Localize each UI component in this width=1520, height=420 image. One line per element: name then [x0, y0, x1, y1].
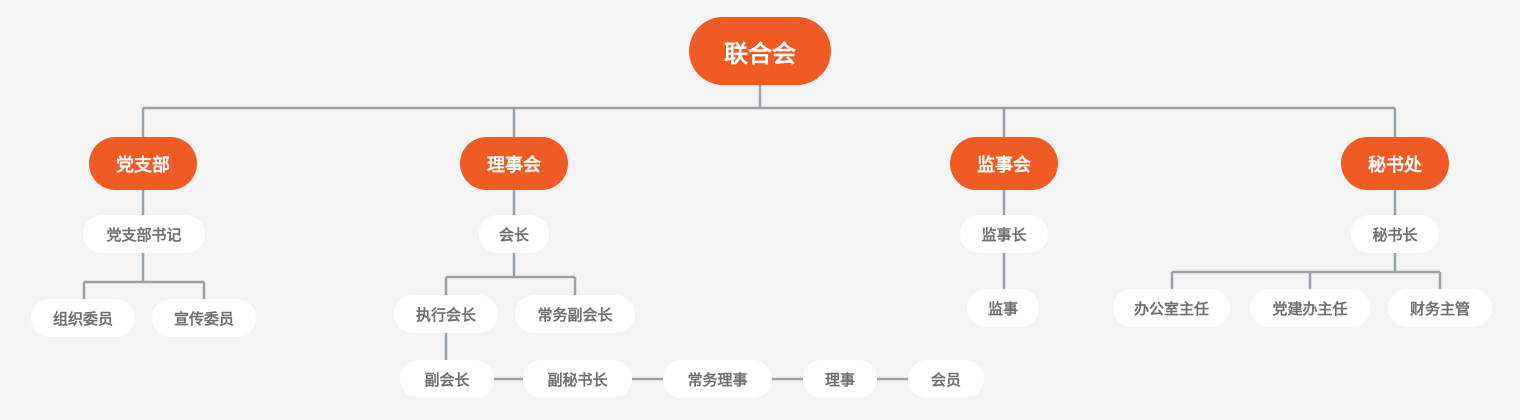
role-executive-president: 执行会长	[394, 295, 498, 333]
role-standing-vice-president: 常务副会长	[515, 295, 635, 333]
role-standing-director: 常务理事	[663, 360, 772, 398]
role-organization-member: 组织委员	[31, 299, 135, 337]
role-finance-manager: 财务主管	[1388, 289, 1492, 327]
role-supervisor: 监事	[967, 289, 1039, 327]
dept-council: 理事会	[460, 137, 568, 190]
role-president: 会长	[479, 215, 549, 253]
role-vice-president: 副会长	[400, 360, 494, 398]
root-node: 联合会	[689, 17, 831, 85]
role-chief-supervisor: 监事长	[960, 215, 1048, 253]
dept-party-branch: 党支部	[89, 137, 197, 190]
role-party-building-director: 党建办主任	[1250, 289, 1370, 327]
dept-supervisory-board: 监事会	[950, 137, 1058, 190]
role-secretary-general: 秘书长	[1351, 215, 1439, 253]
role-deputy-secretary-general: 副秘书长	[523, 360, 632, 398]
role-publicity-member: 宣传委员	[152, 299, 256, 337]
role-director: 理事	[803, 360, 877, 398]
role-party-secretary: 党支部书记	[83, 215, 205, 253]
role-member: 会员	[908, 360, 984, 398]
role-office-director: 办公室主任	[1113, 289, 1230, 327]
dept-secretariat: 秘书处	[1341, 137, 1449, 190]
